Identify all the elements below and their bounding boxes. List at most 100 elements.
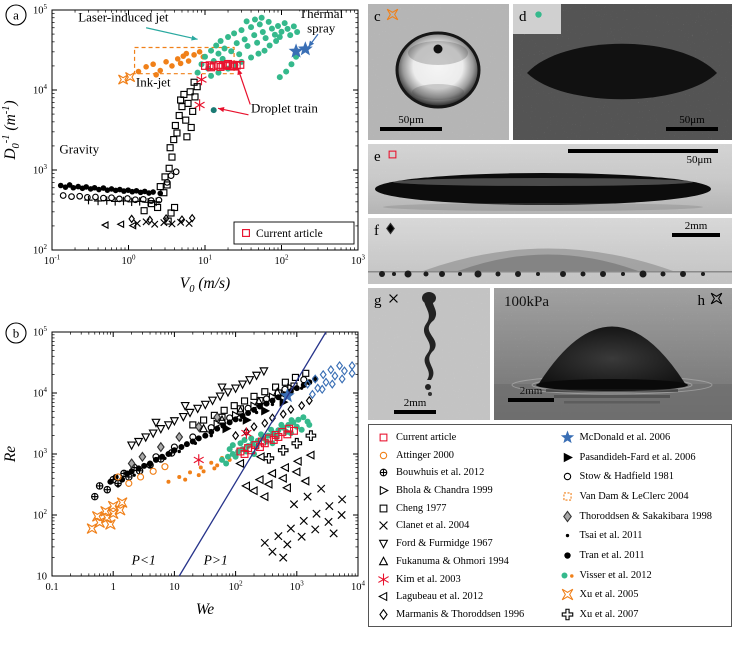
highlight-rect bbox=[133, 46, 235, 75]
legend-item: Fukanuma & Ohmori 1994 bbox=[376, 554, 560, 569]
photo-letter: e bbox=[374, 148, 381, 165]
droplet-shape bbox=[395, 31, 481, 109]
annotation-arrow bbox=[237, 68, 251, 105]
x-tick-label: 10 bbox=[169, 582, 180, 593]
legend-item-label: McDonald et al. 2006 bbox=[579, 432, 671, 443]
y-tick-label: 102 bbox=[33, 243, 48, 257]
legend-item: Xu et al. 2007 bbox=[560, 607, 729, 622]
legend-item: McDonald et al. 2006 bbox=[560, 430, 729, 445]
x-tick-label: 104 bbox=[351, 580, 366, 594]
series-thermal-spray bbox=[288, 41, 313, 58]
series-xu-2005 bbox=[118, 72, 136, 85]
x-tick-label: 1 bbox=[111, 582, 116, 593]
x-axis-label: V0 (m/s) bbox=[180, 275, 230, 295]
pressure-label: 100kPa bbox=[504, 294, 549, 310]
scale-bar-group: 2mm bbox=[394, 397, 436, 414]
circle-icon bbox=[534, 11, 542, 18]
pancake-reflection bbox=[383, 203, 703, 211]
threshold-line bbox=[178, 331, 327, 577]
series-xu-2007 bbox=[263, 430, 317, 464]
series-ford-furmidge-1967 bbox=[126, 367, 269, 451]
legend-item: Ford & Furmidge 1967 bbox=[376, 536, 560, 551]
legend-item: Clanet et al. 2004 bbox=[376, 518, 560, 533]
star4-open-icon bbox=[561, 588, 573, 601]
annotation-text: Thermal bbox=[299, 6, 343, 21]
jet-shape bbox=[423, 294, 437, 380]
photo-letter: d bbox=[519, 8, 527, 25]
circle-icon bbox=[563, 552, 571, 559]
diamond-filled-icon bbox=[386, 222, 395, 235]
series-lagubeau-2012 bbox=[235, 450, 315, 502]
legend-item: Visser et al. 2012 bbox=[560, 568, 729, 583]
series-clanet-2004 bbox=[260, 484, 347, 562]
scale-bar-group: 50μm bbox=[666, 114, 718, 131]
splat-photo-d bbox=[513, 4, 732, 140]
circle-open-icon bbox=[563, 473, 571, 481]
annotation-text: P<1 bbox=[131, 552, 156, 567]
photo-label-d: d bbox=[519, 7, 546, 27]
photo-letter: h bbox=[697, 292, 706, 309]
legend-item-label: Tsai et al. 2011 bbox=[579, 530, 643, 542]
legend-item: Pasandideh-Fard et al. 2006 bbox=[560, 450, 729, 465]
square-open-icon bbox=[388, 150, 397, 159]
y-axis-label: D0-1 (m-1) bbox=[1, 100, 22, 160]
legend-item: Tsai et al. 2011 bbox=[560, 528, 729, 543]
dome-shape bbox=[538, 326, 686, 385]
scale-bar bbox=[508, 398, 554, 402]
y-axis-label: Re bbox=[2, 446, 19, 463]
annotation-text: Droplet train bbox=[251, 101, 318, 116]
annotation-arrow bbox=[217, 107, 249, 116]
legend-item-label: Van Dam & LeClerc 2004 bbox=[579, 490, 689, 502]
legend-item-label: Thoroddsen & Sakakibara 1998 bbox=[579, 510, 712, 522]
legend-item-label: Tran et al. 2011 bbox=[579, 549, 645, 561]
x-tick-label: 103 bbox=[351, 254, 366, 268]
reflection-streak-3 bbox=[564, 401, 660, 404]
star4-open-icon bbox=[710, 292, 723, 305]
photo-panel-g: g 2mm bbox=[368, 288, 490, 420]
scale-bar bbox=[672, 233, 720, 237]
legend-item-label: Pasandideh-Fard et al. 2006 bbox=[579, 451, 696, 463]
reflection-streak-1 bbox=[546, 389, 678, 392]
plot-frame bbox=[51, 9, 359, 251]
svg-text:b: b bbox=[13, 326, 20, 341]
surface-line bbox=[368, 271, 732, 273]
y-tick-label: 104 bbox=[33, 83, 48, 97]
x-tick-label: 102 bbox=[229, 580, 244, 594]
scale-bar-group: 50μm bbox=[380, 114, 442, 131]
dot-icon bbox=[565, 534, 569, 538]
scale-label: 50μm bbox=[686, 154, 712, 166]
scale-label: 50μm bbox=[679, 114, 705, 126]
photo-label-c: c bbox=[374, 7, 400, 27]
panel-marker bbox=[531, 7, 546, 27]
svg-text:a: a bbox=[13, 8, 19, 23]
series-mcdonald-2006 bbox=[279, 387, 295, 403]
legend-item: Thoroddsen & Sakakibara 1998 bbox=[560, 509, 729, 524]
droplet-shadow bbox=[412, 84, 464, 100]
photo-panel-f: f 2mm bbox=[368, 218, 732, 284]
scale-bar bbox=[666, 127, 718, 131]
triangle-down-open-icon bbox=[378, 539, 389, 550]
photo-panel-h: 100kPa h 2mm bbox=[494, 288, 732, 420]
inner-legend: Current article bbox=[233, 221, 355, 245]
legend-item-label: Clanet et al. 2004 bbox=[396, 520, 470, 532]
photo-letter: f bbox=[374, 222, 379, 239]
legend-item-label: Ford & Furmidge 1967 bbox=[396, 538, 493, 550]
legend-item: Current article bbox=[376, 430, 560, 445]
legend-item: Attinger 2000 bbox=[376, 448, 560, 463]
panel-marker bbox=[385, 7, 400, 27]
spread-photo-f bbox=[368, 218, 732, 284]
scale-bar-group: 50μm bbox=[568, 149, 718, 166]
photo-label-h: h bbox=[698, 291, 725, 311]
series-navy-diamonds bbox=[304, 360, 356, 400]
series-bouwhuis-2012 bbox=[91, 449, 176, 501]
photo-panel-c: c 50μm bbox=[368, 4, 509, 140]
legend-item-label: Cheng 1977 bbox=[396, 502, 447, 514]
y-tick-label: 104 bbox=[33, 386, 48, 400]
series-laser-induced-jet bbox=[194, 14, 301, 81]
panel-marker bbox=[385, 147, 400, 167]
legend-item-label: Kim et al. 2003 bbox=[396, 573, 461, 585]
legend-item-label: Visser et al. 2012 bbox=[579, 569, 652, 581]
diamond-filled-icon bbox=[562, 510, 572, 523]
